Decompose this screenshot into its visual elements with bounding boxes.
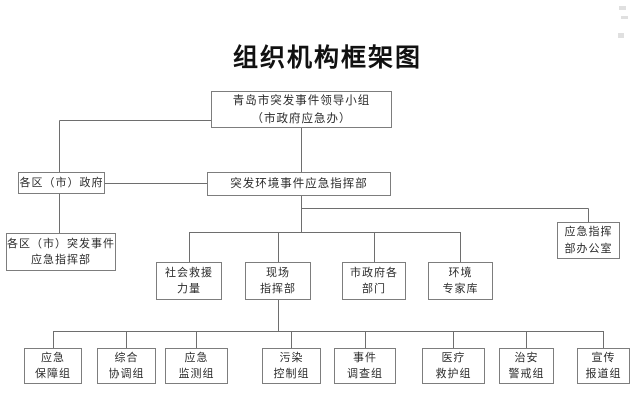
- node-label: 各区（市）突发事件: [7, 236, 115, 250]
- node-label: 治安: [514, 350, 539, 364]
- node-label: 保障组: [35, 367, 71, 380]
- node-hq-office: 应急指挥 部办公室: [557, 222, 620, 259]
- node-label: 监测组: [178, 367, 215, 380]
- node-label: 医疗: [441, 350, 466, 364]
- node-label: 部门: [362, 282, 386, 295]
- node-label: 控制组: [273, 367, 310, 380]
- node-label: 社会救援: [165, 265, 213, 279]
- diagram-title: 组织机构框架图: [232, 43, 422, 72]
- scan-artifact: [619, 6, 626, 10]
- node-gov-departments: 市政府各 部门: [342, 262, 406, 300]
- node-district-emergency-hq: 各区（市）突发事件 应急指挥部: [6, 233, 116, 271]
- node-label: 现场: [266, 265, 290, 279]
- node-security: 治安 警戒组: [499, 348, 554, 384]
- node-label: 指挥部: [260, 282, 296, 295]
- node-leading-group: 青岛市突发事件领导小组 （市政府应急办）: [211, 91, 392, 128]
- node-label: 协调组: [108, 367, 145, 380]
- node-label: 报道组: [585, 367, 622, 380]
- node-label: 事件: [353, 350, 377, 364]
- node-label: 部办公室: [564, 241, 613, 255]
- node-label: 市政府各: [350, 265, 398, 279]
- node-label: 专家库: [442, 282, 479, 295]
- node-label: 环境: [448, 265, 473, 279]
- node-label: 青岛市突发事件领导小组: [232, 93, 371, 108]
- node-scene-hq: 现场 指挥部: [245, 262, 311, 300]
- scan-artifact: [618, 33, 624, 38]
- node-expert-pool: 环境 专家库: [428, 262, 493, 300]
- node-label: （市政府应急办）: [251, 110, 352, 125]
- node-label: 污染: [279, 350, 304, 364]
- node-monitoring: 应急 监测组: [165, 348, 228, 384]
- node-label: 力量: [177, 282, 201, 295]
- node-district-gov: 各区（市）政府: [18, 172, 105, 194]
- node-pollution-control: 污染 控制组: [262, 348, 321, 384]
- node-label: 应急: [41, 350, 65, 364]
- node-env-emergency-hq: 突发环境事件应急指挥部: [207, 172, 391, 196]
- node-label: 应急指挥部: [31, 253, 91, 266]
- node-label: 调查组: [347, 367, 383, 380]
- node-label: 突发环境事件应急指挥部: [230, 176, 368, 191]
- node-label: 救护组: [435, 367, 472, 380]
- node-label: 应急: [184, 350, 209, 364]
- node-label: 综合: [114, 350, 139, 364]
- node-emergency-support: 应急 保障组: [24, 348, 82, 384]
- node-medical-rescue: 医疗 救护组: [422, 348, 485, 384]
- node-label: 应急指挥: [564, 225, 613, 238]
- node-publicity: 宣传 报道组: [577, 348, 630, 384]
- node-label: 宣传: [591, 350, 616, 364]
- node-label: 各区（市）政府: [19, 175, 104, 189]
- node-social-rescue: 社会救援 力量: [156, 262, 222, 300]
- node-investigation: 事件 调查组: [334, 348, 396, 384]
- node-coordination: 综合 协调组: [97, 348, 156, 384]
- node-label: 警戒组: [508, 367, 545, 380]
- scan-artifact: [621, 16, 628, 19]
